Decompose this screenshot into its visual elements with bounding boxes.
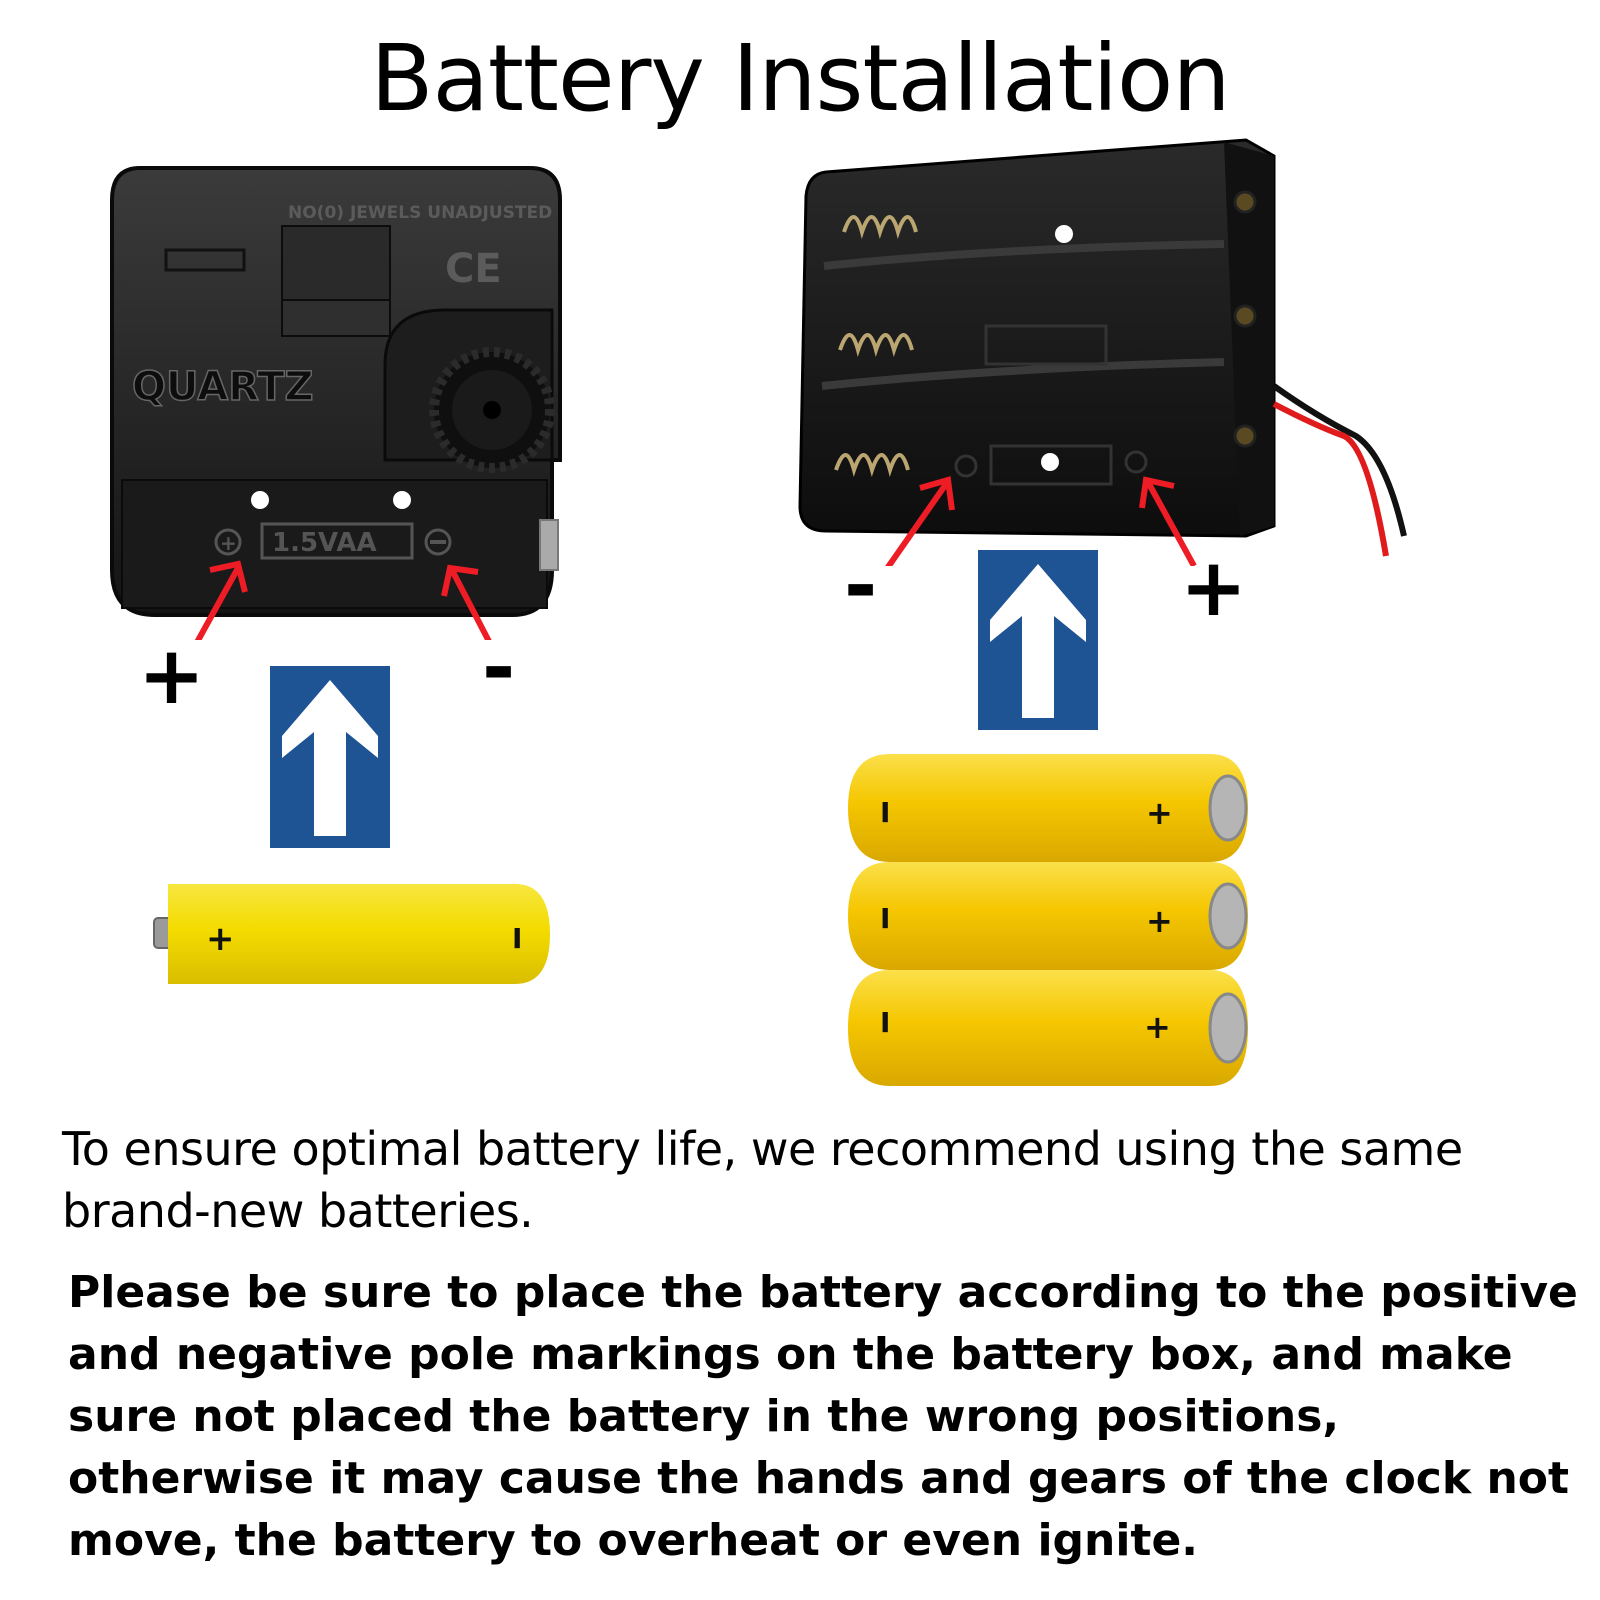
- polarity-warning: Please be sure to place the battery acco…: [68, 1267, 1578, 1566]
- gear-icon: [429, 347, 555, 473]
- svg-text:+: +: [1146, 902, 1173, 940]
- ce-mark: CE: [445, 246, 502, 292]
- movement-minus-sign: -: [482, 621, 516, 714]
- battery-box-illustration: [798, 138, 1407, 566]
- battery-row-1: I +: [848, 754, 1248, 862]
- svg-text:I: I: [880, 902, 890, 935]
- plus-pole-mark: [214, 528, 242, 556]
- arrow-up-icon-right: [978, 550, 1098, 730]
- single-aa-battery: + I: [153, 884, 550, 984]
- slot-recess: [164, 248, 246, 272]
- svg-text:I: I: [880, 796, 890, 829]
- battery-row-2: I +: [848, 862, 1248, 970]
- arrow-up-icon: [270, 666, 390, 848]
- minus-pointer: [449, 568, 492, 640]
- three-aa-batteries: I + I + I +: [848, 754, 1248, 1086]
- svg-text:+: +: [1144, 1008, 1171, 1046]
- svg-text:+: +: [220, 531, 237, 555]
- movement-top-marking: NO(0) JEWELS UNADJUSTED: [288, 203, 552, 223]
- svg-text:I: I: [880, 1006, 890, 1039]
- battery-box-body: [798, 138, 1276, 538]
- label-recess: [281, 225, 391, 301]
- spring-contact: [834, 215, 918, 477]
- battery-row-3: I +: [848, 970, 1248, 1086]
- page-title: Battery Installation: [370, 25, 1230, 132]
- box-plus-sign: +: [1180, 541, 1248, 634]
- box-minus-sign: -: [844, 539, 878, 632]
- quartz-label: QUARTZ: [132, 364, 314, 410]
- plus-pointer: [194, 566, 241, 640]
- compartment-label: 1.5VAA: [272, 528, 377, 558]
- battery-plus-mark: +: [206, 919, 235, 959]
- movement-plus-sign: +: [138, 629, 206, 722]
- svg-text:+: +: [1146, 794, 1173, 832]
- battery-minus-mark: I: [512, 922, 522, 955]
- battery-life-note: To ensure optimal battery life, we recom…: [62, 1122, 1463, 1238]
- battery-compartment: [121, 479, 548, 609]
- box-minus-pointer: [885, 482, 949, 566]
- minus-pole-mark: [424, 528, 452, 556]
- clock-movement-illustration: NO(0) JEWELS UNADJUSTED CE QUARTZ + 1.5V…: [110, 166, 562, 640]
- box-plus-pointer: [1145, 480, 1197, 566]
